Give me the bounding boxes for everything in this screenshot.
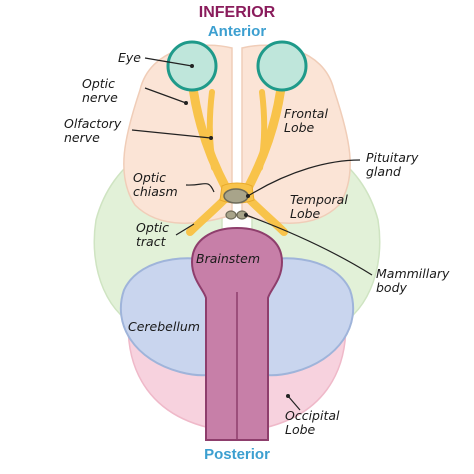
leader-eye — [144, 57, 193, 67]
pituitary-gland — [223, 188, 249, 204]
label-optic-tract-line2: tract — [136, 234, 167, 249]
label-mammillary-body-line1: Mammillary — [376, 266, 450, 281]
leader-pituitary-dot — [246, 194, 250, 198]
leader-mammillary-dot — [244, 213, 248, 217]
leader-optic-chiasm — [185, 183, 215, 193]
posterior-label: Posterior — [204, 446, 270, 463]
leader-optic-nerve-dot — [184, 101, 188, 105]
label-eye: Eye — [118, 50, 141, 65]
label-optic-nerve-line2: nerve — [82, 90, 118, 105]
olfactory-nerve-right — [257, 89, 268, 171]
label-cerebellum: Cerebellum — [128, 319, 200, 334]
label-optic-chiasm-line1: Optic — [133, 170, 166, 185]
label-temporal-lobe-line1: Temporal — [290, 192, 348, 207]
label-temporal-lobe-line2: Lobe — [290, 206, 321, 221]
leader-occipital-lobe — [287, 395, 301, 411]
anterior-label: Anterior — [208, 23, 267, 40]
leader-optic-nerve — [144, 87, 187, 104]
label-olfactory-nerve-line2: nerve — [64, 130, 100, 145]
leader-eye-dot — [190, 64, 194, 68]
label-mammillary-body-line2: body — [376, 280, 408, 295]
olfactory-nerve-left — [206, 89, 217, 171]
leader-mammillary-body — [245, 214, 373, 276]
label-olfactory-nerve-line1: Olfactory — [64, 116, 122, 131]
leader-optic-tract — [175, 223, 195, 236]
leader-pituitary-gland — [247, 159, 361, 197]
diagram-title: INFERIOR — [199, 4, 276, 21]
label-frontal-lobe-line2: Lobe — [284, 120, 315, 135]
leader-olfactory-nerve-dot — [209, 136, 213, 140]
label-frontal-lobe-line1: Frontal — [284, 106, 328, 121]
mammillary-body-left — [225, 210, 237, 220]
leader-occipital-dot — [286, 394, 290, 398]
label-pituitary-gland-line2: gland — [366, 164, 401, 179]
label-brainstem: Brainstem — [196, 251, 260, 266]
leader-olfactory-nerve — [131, 129, 212, 139]
label-pituitary-gland-line1: Pituitary — [366, 150, 419, 165]
eye-right — [256, 40, 308, 92]
label-optic-chiasm-line2: chiasm — [133, 184, 178, 199]
label-occipital-lobe-line2: Lobe — [285, 422, 316, 437]
label-occipital-lobe-line1: Occipital — [285, 408, 340, 423]
label-optic-tract-line1: Optic — [136, 220, 169, 235]
label-optic-nerve-line1: Optic — [82, 76, 115, 91]
